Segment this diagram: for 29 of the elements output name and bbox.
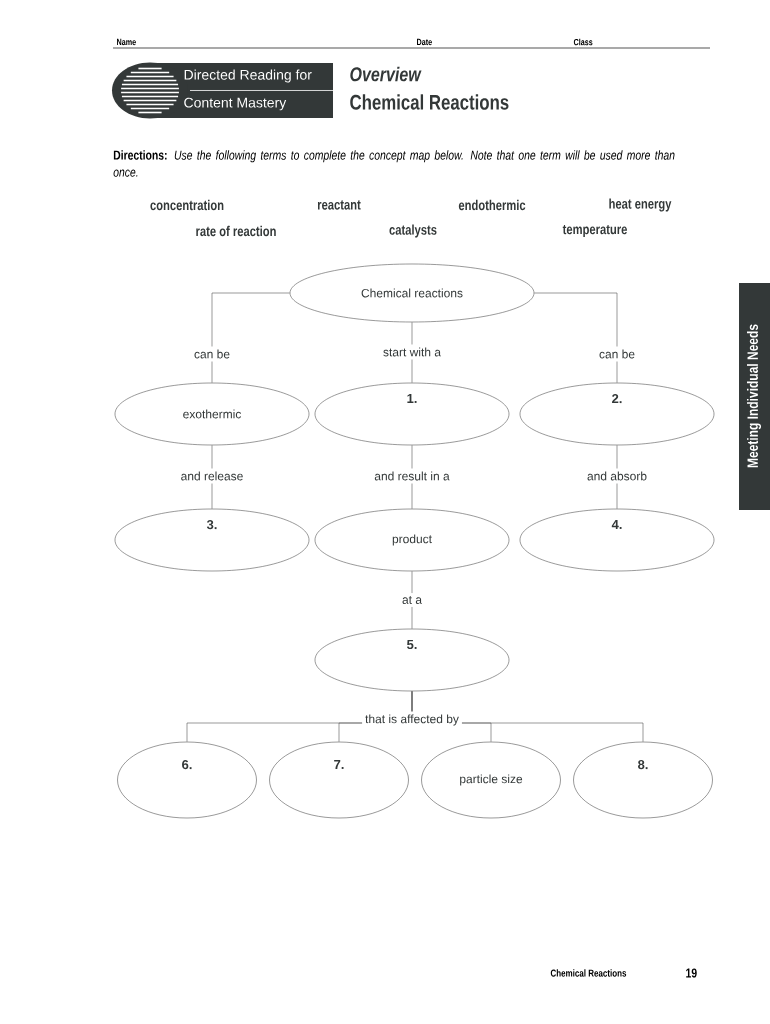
- connector-line: [211, 292, 290, 383]
- subtitle: Overview: [350, 66, 422, 82]
- word-bank-term: temperature: [562, 224, 627, 237]
- tab-label: Meeting Individual Needs: [747, 324, 762, 468]
- title: Chemical Reactions: [350, 94, 509, 110]
- edge-label: can be: [191, 346, 233, 362]
- word-bank-term: heat energy: [609, 198, 672, 212]
- word-bank-term: reactant: [317, 200, 361, 210]
- word-bank-term: rate of reaction: [196, 225, 276, 237]
- edge-label: and result in a: [371, 468, 453, 484]
- connector-line: [411, 322, 413, 383]
- word-bank-term: concentration: [150, 199, 224, 211]
- edge-label: at a: [399, 593, 425, 607]
- directions-text: Directions: Use the following terms to complete the concept map below. Note that one term will be used more than once.: [113, 150, 675, 177]
- banner-text: Directed Reading for: [184, 69, 312, 83]
- edge-label: start with a: [380, 344, 444, 360]
- edge-label: that is affected by: [362, 711, 462, 729]
- word-bank-term: endothermic: [458, 199, 526, 211]
- field-label: Name: [117, 38, 136, 46]
- connector-line: [534, 292, 618, 383]
- page-number: 19: [686, 968, 697, 978]
- edge-label: can be: [596, 346, 639, 362]
- word-bank-term: catalysts: [389, 224, 437, 238]
- banner-text: Content Mastery: [184, 97, 287, 111]
- field-label: Class: [573, 38, 593, 46]
- edge-label: and release: [177, 468, 247, 484]
- field-label: Date: [417, 38, 432, 46]
- edge-label: and absorb: [584, 468, 651, 484]
- footer-text: Chemical Reactions: [550, 969, 627, 977]
